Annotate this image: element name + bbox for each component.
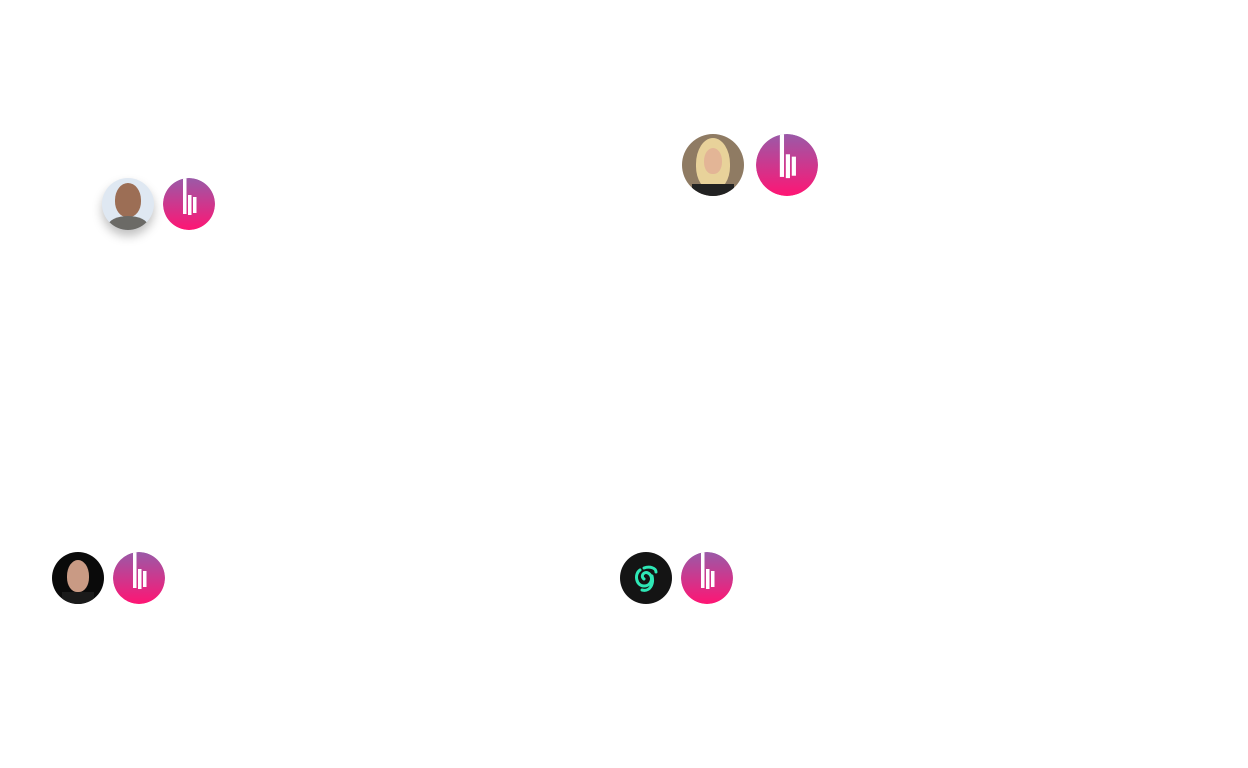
avatar[interactable]: [682, 134, 744, 196]
music-bars-icon[interactable]: [756, 134, 818, 196]
avatar[interactable]: [102, 178, 154, 230]
avatar[interactable]: [52, 552, 104, 604]
artist-group-3[interactable]: [52, 552, 165, 604]
avatar-logo-icon[interactable]: [620, 552, 672, 604]
artist-group-1[interactable]: [102, 178, 215, 230]
music-bars-icon[interactable]: [163, 178, 215, 230]
music-bars-icon[interactable]: [681, 552, 733, 604]
artist-group-4[interactable]: [620, 552, 733, 604]
artist-group-2[interactable]: [682, 134, 818, 196]
music-bars-icon[interactable]: [113, 552, 165, 604]
